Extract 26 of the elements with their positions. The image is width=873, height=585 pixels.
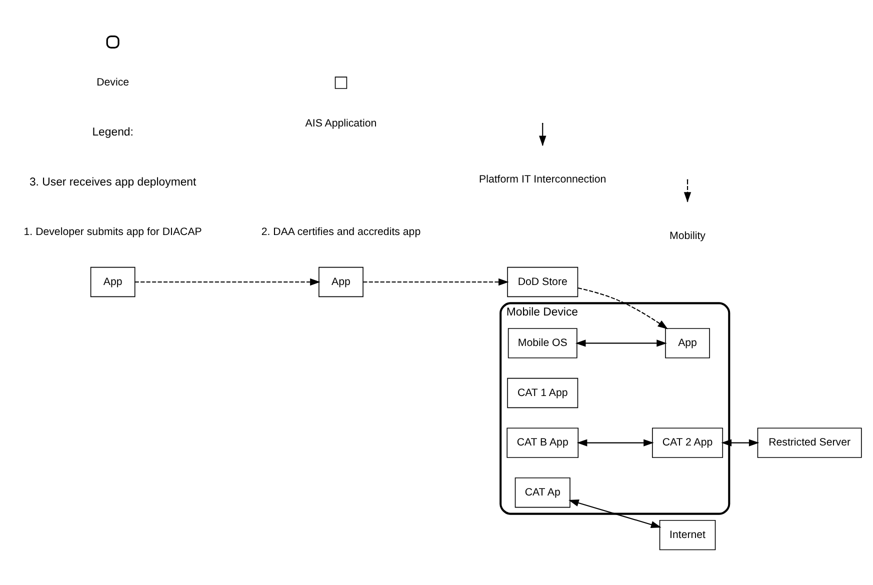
node-box: Mobile OS: [508, 328, 578, 358]
arrow: [575, 339, 667, 346]
node-box: CAT Ap: [514, 477, 570, 508]
legend-label: Platform IT Interconnection: [479, 173, 606, 186]
node-box: CAT 1 App: [507, 377, 578, 408]
arrow: [363, 278, 509, 286]
node-box: App: [318, 266, 364, 297]
label: Legend:: [92, 126, 134, 138]
node-label: 1. Developer submits app for DIACAP: [24, 225, 202, 238]
node-box: CAT B App: [506, 427, 579, 458]
node-box: DoD Store: [507, 266, 578, 297]
arrow: [134, 278, 320, 286]
node-box: App: [90, 266, 136, 297]
legend-label: Mobility: [670, 230, 706, 242]
label: 3. User receives app deployment: [29, 176, 196, 188]
legend-label: AIS Application: [305, 116, 377, 129]
node-box: Internet: [659, 519, 716, 550]
node-box: Restricted Server: [757, 427, 862, 458]
arrow: [578, 286, 668, 329]
node-box: App: [665, 328, 710, 358]
node-box: CAT 2 App: [652, 427, 724, 458]
legend-label: Device: [96, 76, 130, 88]
arrow: [721, 438, 760, 446]
arrow: [576, 438, 654, 446]
node-label: 2. DAA certifies and accredits app: [261, 225, 421, 238]
arrow: [568, 498, 662, 528]
